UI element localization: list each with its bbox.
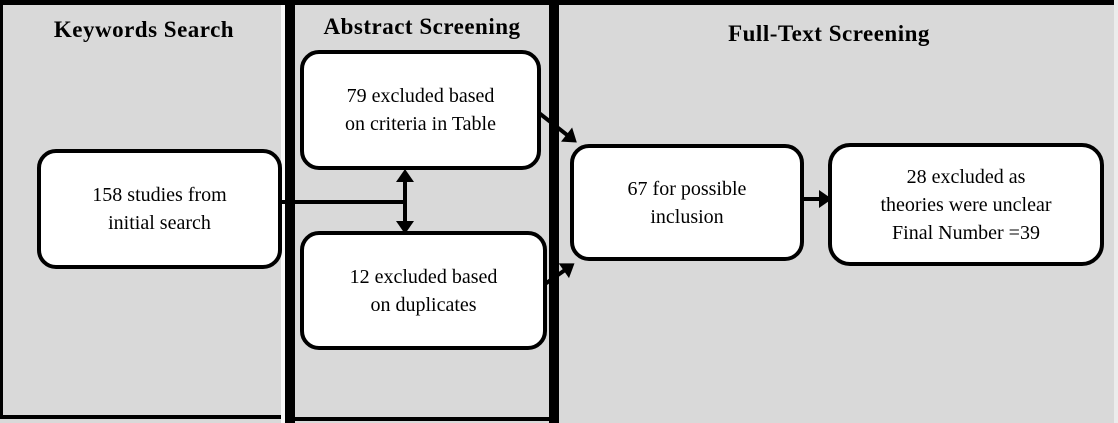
arrowhead-down-icon [396,221,414,234]
connector-initial-to-screening [280,200,405,204]
box-text-line: on duplicates [370,293,477,316]
box-text-line: 12 excluded based [349,265,498,288]
box-text-line: on criteria in Table [345,113,496,135]
keywords-section-bottom-border [0,415,281,419]
flow-box-excluded-duplicates: 12 excluded based on duplicates [300,231,547,350]
section-header-full-text-screening: Full-Text Screening [728,21,930,46]
arrowhead-right-icon [558,255,580,279]
flow-box-final-number: 28 excluded as theories were unclear Fin… [828,143,1104,266]
diagram-left-border [0,0,3,419]
box-text-line: inclusion [650,205,724,228]
section-header-abstract-screening: Abstract Screening [323,14,521,39]
flow-box-excluded-criteria: 79 excluded based on criteria in Table [300,50,541,170]
abstract-section-bottom-border [285,417,559,421]
flow-box-possible-inclusion: 67 for possible inclusion [570,144,804,261]
box-text-line: Final Number =39 [892,221,1040,244]
flow-box-initial-search: 158 studies from initial search [37,149,282,269]
double-arrow-shaft [403,176,407,228]
box-text-line: 158 studies from [92,184,227,206]
box-text-line: 28 excluded as [906,165,1026,188]
box-text-line: 67 for possible [627,177,747,200]
divider-abstract-fulltext [549,0,559,423]
box-text-line: theories were unclear [880,193,1052,216]
box-text-line: initial search [108,212,211,234]
arrowhead-right-icon [819,190,832,208]
section-header-keywords-search: Keywords Search [53,17,235,42]
section-divider-gap [281,5,285,423]
diagram-right-margin [1114,0,1118,423]
arrowhead-up-icon [396,169,414,182]
connector-inclusion-to-final [802,197,821,201]
divider-keywords-abstract [285,0,295,423]
box-text-line: 79 excluded based [346,85,495,107]
